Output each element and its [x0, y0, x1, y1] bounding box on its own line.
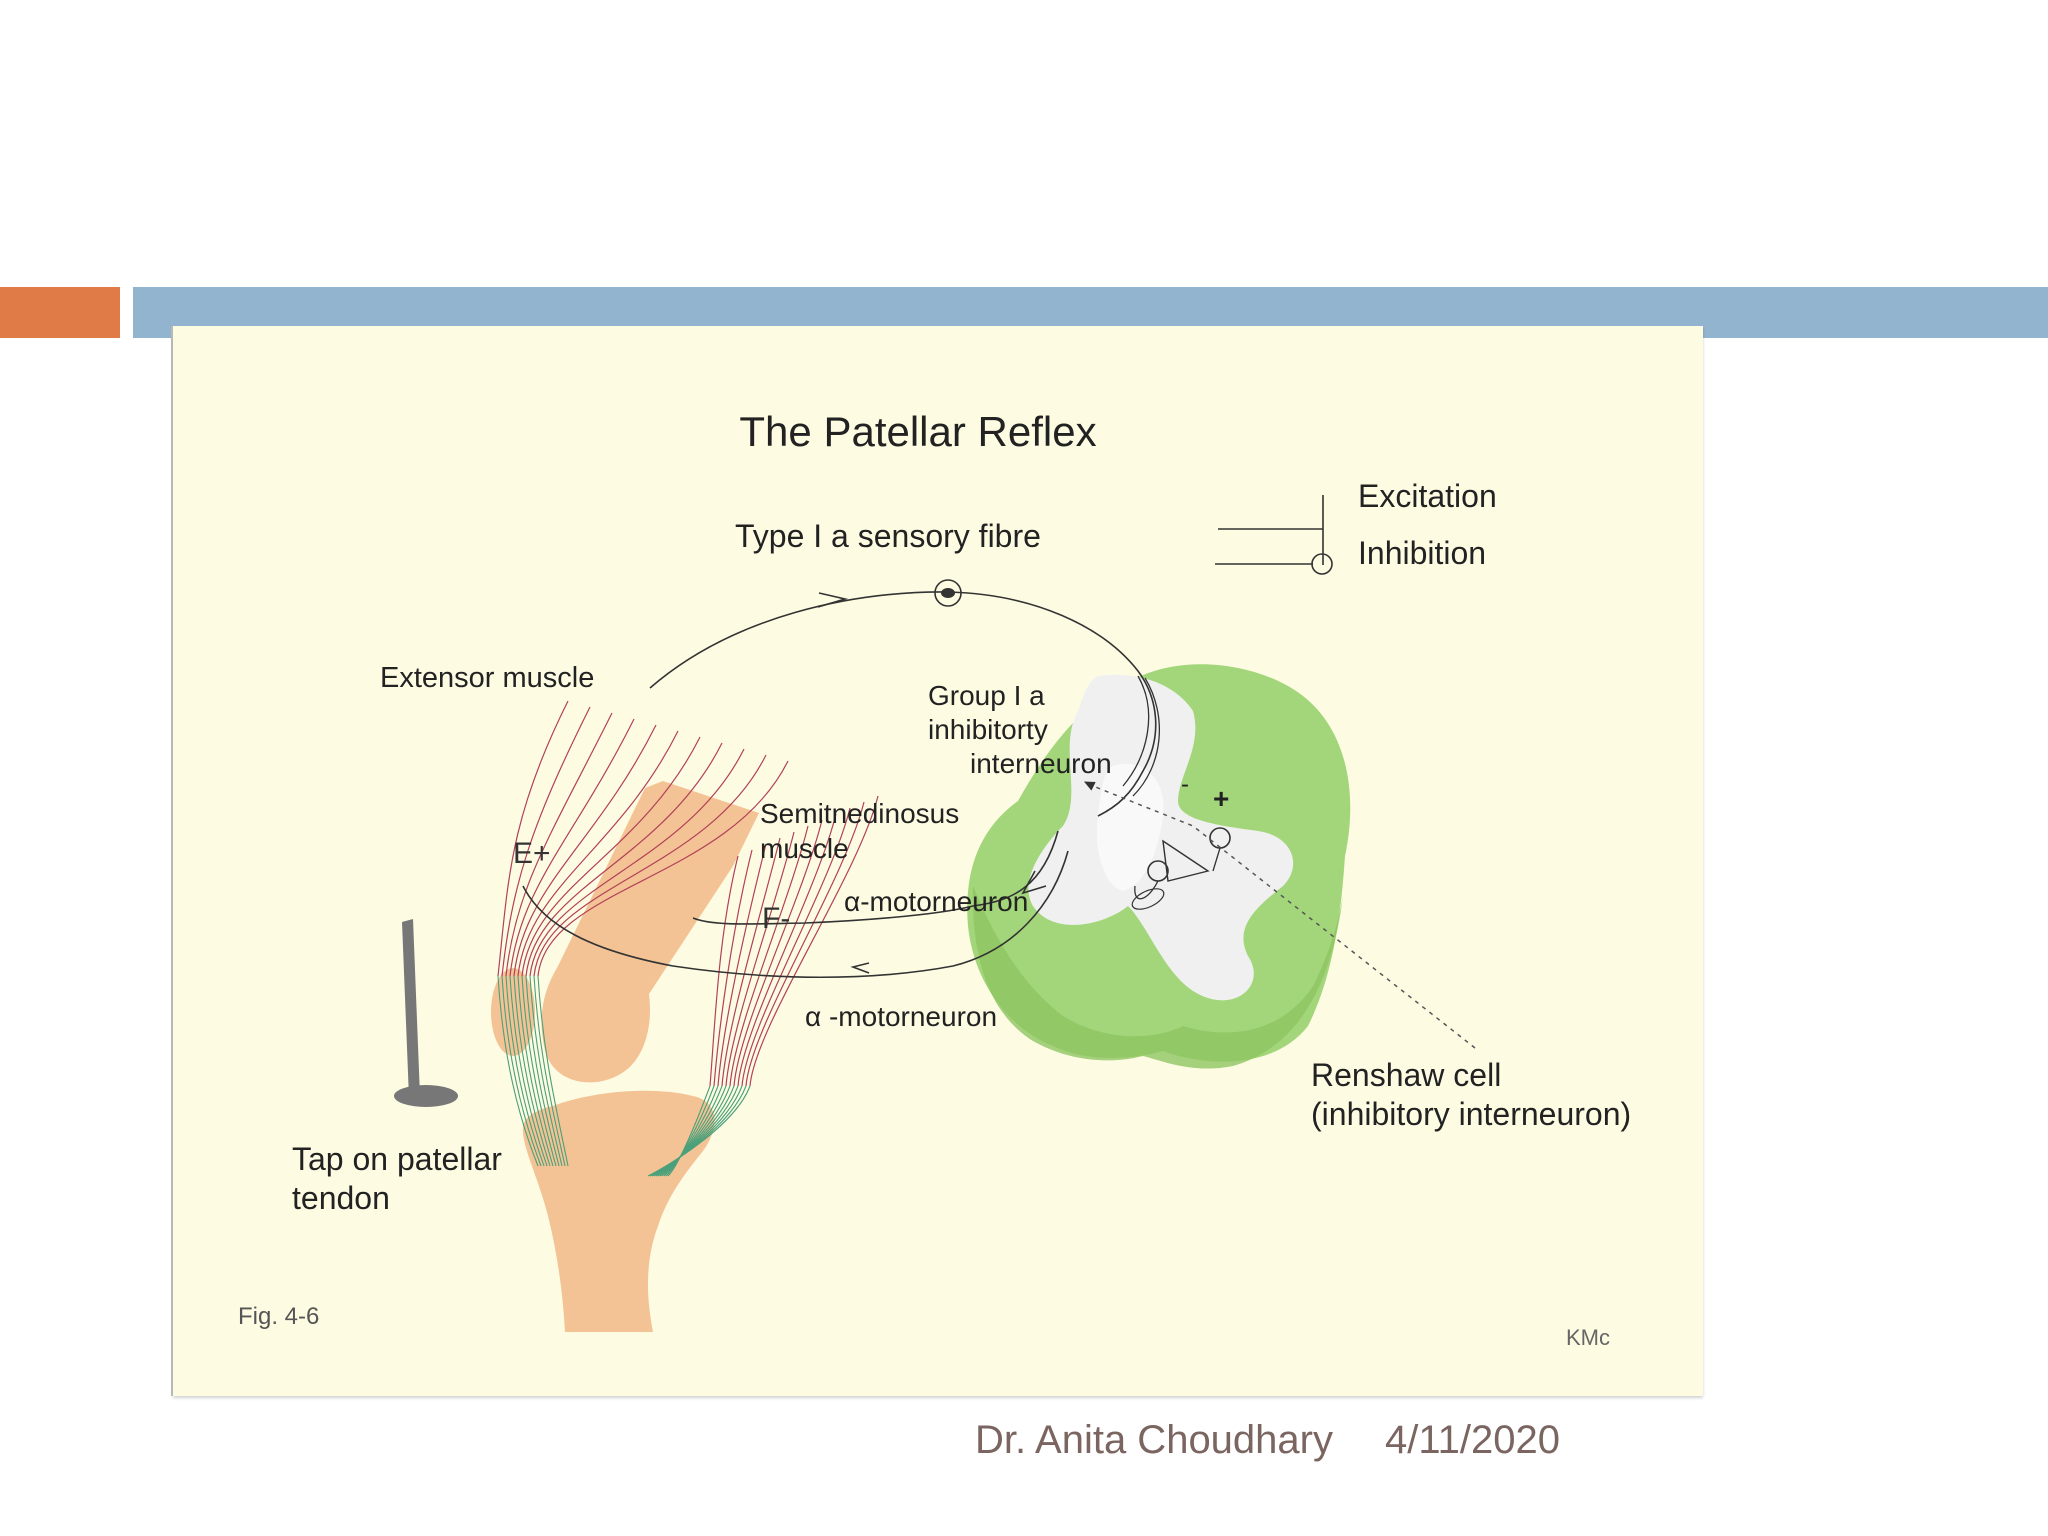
tendon-fiber — [649, 1085, 747, 1177]
figure-number: Fig. 4-6 — [238, 1303, 319, 1330]
legend-inhibition-label: Inhibition — [1358, 535, 1486, 571]
spinal-cord — [967, 664, 1351, 1069]
tendon-fiber — [497, 975, 539, 1167]
motorneuron-lower-arrow — [850, 962, 870, 974]
muscle-fiber — [749, 795, 879, 1087]
footer-date: 4/11/2020 — [1385, 1418, 1560, 1462]
tibia — [522, 1090, 715, 1332]
renshaw-label-1: Renshaw cell — [1311, 1057, 1501, 1093]
extensor-muscle-fibers — [497, 700, 789, 1167]
sensory-fibre-path — [649, 591, 1157, 817]
figure-background — [173, 326, 1703, 1396]
tendon-fiber — [659, 1085, 727, 1177]
femur — [541, 781, 759, 1083]
muscle-fiber — [529, 748, 745, 977]
tendon-fiber — [655, 1085, 735, 1177]
footer-author: Dr. Anita Choudhary — [975, 1418, 1333, 1462]
synapse-link-1 — [1212, 847, 1221, 872]
synapse-link-2 — [1134, 880, 1159, 900]
motorneuron-lower-path — [522, 850, 1069, 979]
tendon-fiber — [651, 1085, 743, 1177]
muscle-fiber — [513, 724, 657, 977]
figure-title: The Patellar Reflex — [739, 408, 1096, 455]
sensory-nucleus — [941, 588, 955, 598]
muscle-fiber — [737, 813, 837, 1087]
tendon-fiber — [647, 1085, 751, 1177]
muscle-fiber — [729, 825, 809, 1087]
e-plus-label: E+ — [513, 837, 551, 870]
tendon-fiber — [505, 975, 545, 1167]
muscle-fiber — [501, 706, 591, 977]
muscle-fiber — [741, 807, 851, 1087]
group-ia-label-1: Group I a — [928, 680, 1045, 711]
tendon-fiber — [529, 975, 563, 1167]
legend-excitation-label: Excitation — [1358, 478, 1497, 514]
motorneuron-upper-path — [692, 830, 1059, 925]
group-ia-label-2: inhibitorty — [928, 714, 1048, 745]
tendon-fiber — [653, 1085, 739, 1177]
muscle-fiber — [537, 760, 789, 977]
muscle-fiber — [709, 855, 739, 1087]
tendon-fiber — [533, 975, 566, 1167]
sensory-fibre-arrow — [817, 592, 849, 608]
figure-credit: KMc — [1566, 1325, 1610, 1350]
tendon-fiber — [525, 975, 560, 1167]
sensory-fibre-label: Type I a sensory fibre — [735, 518, 1041, 554]
semitendinosus-label-2: muscle — [760, 833, 849, 864]
tendon-fiber — [521, 975, 557, 1167]
muscle-fiber — [717, 843, 767, 1087]
tendon-fiber — [663, 1085, 719, 1177]
reflex-diagram: The Patellar Reflex Excitation Inhibitio… — [173, 326, 1703, 1396]
tendon-fiber — [513, 975, 551, 1167]
muscle-fiber — [517, 730, 679, 977]
renshaw-label-2: (inhibitory interneuron) — [1311, 1096, 1631, 1132]
header-accent-bar — [0, 287, 120, 338]
tendon-fiber — [501, 975, 542, 1167]
tendon-fiber — [537, 975, 569, 1167]
spinal-cord-shading — [972, 886, 1343, 1069]
patellar-reflex-figure: The Patellar Reflex Excitation Inhibitio… — [171, 326, 1703, 1396]
extensor-muscle-label: Extensor muscle — [380, 662, 594, 694]
synapse-minus-label: - — [1181, 771, 1189, 798]
semitendinosus-muscle-fibers — [647, 795, 879, 1177]
muscle-fiber — [721, 837, 781, 1087]
f-minus-label: F- — [762, 902, 790, 935]
tap-label-2: tendon — [292, 1180, 390, 1216]
muscle-fiber — [505, 712, 613, 977]
muscle-fiber — [525, 742, 723, 977]
semitendinosus-label-1: Semitnedinosus — [760, 798, 959, 829]
motorneuron-lower-label: α -motorneuron — [805, 1001, 997, 1032]
interneuron-triangle — [1162, 839, 1210, 882]
tap-label-1: Tap on patellar — [292, 1141, 502, 1177]
tendon-fiber — [517, 975, 554, 1167]
sensory-cell-body — [934, 579, 962, 607]
motorneuron-upper-label: α-motorneuron — [844, 886, 1028, 917]
interneuron-dotted-line — [1083, 781, 1476, 1049]
muscle-fiber — [745, 801, 865, 1087]
muscle-fiber — [733, 819, 823, 1087]
motorneuron-upper-arrow — [1021, 870, 1047, 895]
muscle-fiber — [533, 754, 767, 977]
inhibition-circle — [1311, 553, 1333, 575]
muscle-fiber — [509, 718, 635, 977]
synapse-plus-label: + — [1213, 783, 1229, 814]
sensory-branch-1 — [1122, 675, 1150, 787]
muscle-fiber — [713, 849, 753, 1087]
sensory-branch-2 — [1132, 677, 1161, 797]
group-ia-label-3: interneuron — [970, 748, 1112, 779]
muscle-fiber — [725, 831, 795, 1087]
muscle-fiber — [521, 736, 701, 977]
muscle-fiber — [497, 700, 569, 977]
tendon-fiber — [509, 975, 548, 1167]
tendon-fiber — [661, 1085, 723, 1177]
renshaw-body — [1131, 888, 1165, 910]
reflex-hammer — [394, 919, 458, 1107]
legend-symbols — [1215, 495, 1333, 575]
tendon-fiber — [665, 1085, 715, 1177]
tendon-fiber — [657, 1085, 731, 1177]
gray-matter-highlight — [1096, 763, 1164, 891]
tendon-fiber — [667, 1085, 711, 1177]
spinal-cord-gray-matter — [1028, 674, 1294, 1001]
